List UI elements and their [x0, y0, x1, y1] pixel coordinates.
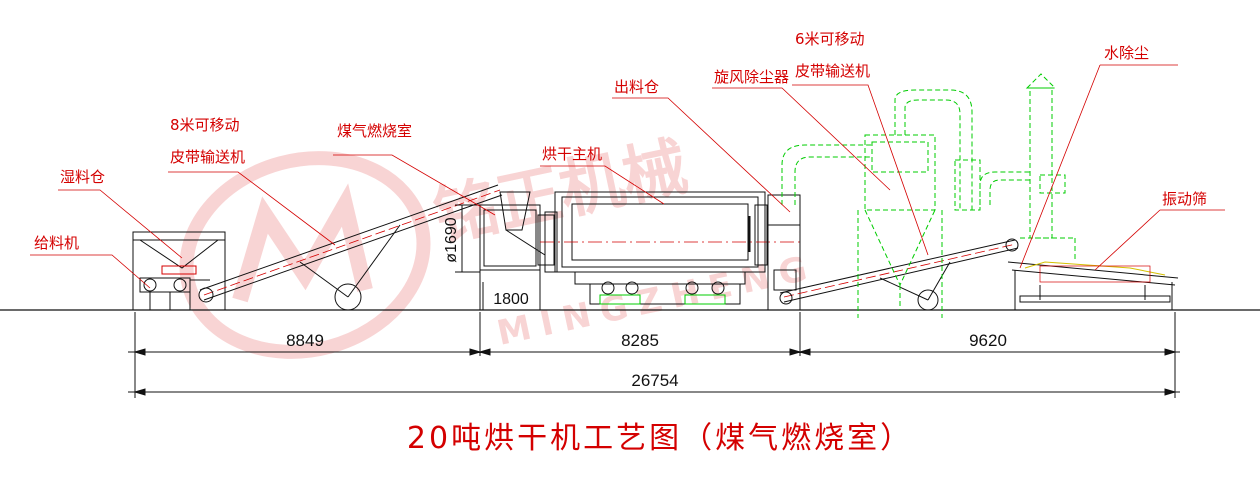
wet-bin-and-feeder: [132, 231, 226, 311]
output-bin: [767, 194, 801, 311]
vibrating-screen: [1007, 261, 1179, 310]
dim-burner-width: 1800: [493, 291, 529, 308]
label-burner: 煤气燃烧室: [337, 122, 412, 140]
label-conveyor6-line2: 皮带输送机: [795, 62, 870, 80]
label-vibrating-screen: 振动筛: [1162, 190, 1207, 208]
label-output-bin: 出料仓: [614, 78, 659, 96]
dim-seg1: 8849: [286, 331, 324, 350]
conveyor-6m: [779, 238, 1019, 311]
dim-drum-diameter: ø1690: [443, 217, 460, 262]
leader-water-dust: [1019, 64, 1178, 269]
label-water-dust: 水除尘: [1104, 44, 1149, 62]
leader-feeder: [30, 254, 151, 289]
leader-output-bin: [612, 97, 791, 213]
leader-dryer: [540, 165, 665, 205]
dim-total: 26754: [631, 371, 678, 390]
cyclone-and-duct: [781, 73, 1076, 318]
label-cyclone: 旋风除尘器: [714, 68, 789, 86]
dimension-lines: [128, 282, 1180, 398]
leader-wet-bin: [58, 189, 183, 259]
dim-seg3: 9620: [969, 331, 1007, 350]
leader-burner: [333, 154, 496, 216]
gas-burner: [455, 191, 555, 311]
dim-seg2: 8285: [621, 331, 659, 350]
conveyor-8m: [198, 184, 503, 311]
leader-conveyor8: [168, 171, 336, 246]
dryer-drum: [540, 191, 800, 305]
label-conveyor8-line2: 皮带输送机: [170, 148, 245, 166]
leader-cyclone: [712, 87, 891, 191]
leader-conveyor6: [792, 84, 929, 256]
watermark: 铭正机械 MINGZHENG: [179, 130, 820, 359]
leader-vibrating-screen: [1094, 209, 1225, 271]
leader-lines: [30, 64, 1225, 289]
label-conveyor6-line1: 6米可移动: [795, 30, 865, 48]
label-feeder: 给料机: [34, 234, 79, 252]
diagram-title: 20吨烘干机工艺图（煤气燃烧室）: [407, 421, 913, 456]
label-wet-bin: 湿料仓: [60, 168, 105, 186]
label-conveyor8-line1: 8米可移动: [170, 116, 240, 134]
label-dryer-main: 烘干主机: [542, 145, 602, 163]
